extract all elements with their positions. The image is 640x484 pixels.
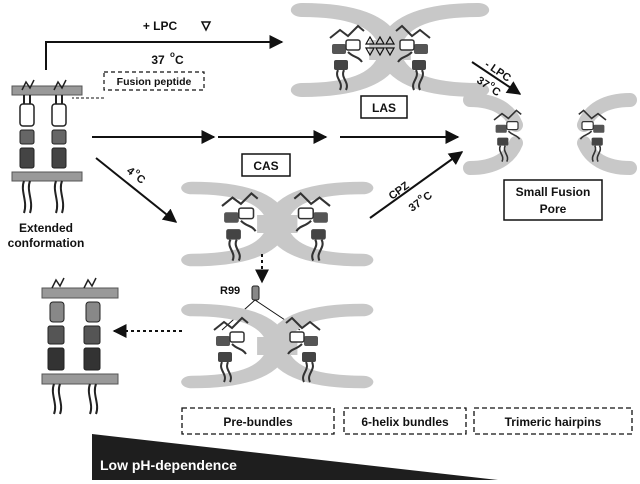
lpc-arrow — [45, 35, 284, 70]
six-helix-label: 6-helix bundles — [361, 415, 449, 429]
svg-text:37: 37 — [151, 53, 165, 67]
low-ph-label: Low pH-dependence — [100, 457, 237, 473]
las-box — [360, 95, 408, 119]
trimeric-hairpins-box — [473, 407, 633, 435]
lpc-triangle-icon — [200, 21, 212, 32]
svg-text:37: 37 — [474, 75, 491, 92]
r99-label: R99 — [220, 285, 240, 297]
svg-text:o: o — [416, 193, 424, 201]
svg-text:C: C — [421, 189, 435, 203]
temp-37-top: 37 o C — [151, 50, 184, 67]
svg-text:C: C — [175, 53, 184, 67]
extended-label-line2: conformation — [8, 236, 85, 250]
temp-37-cpz: 37 o C — [407, 189, 435, 215]
trimeric-hairpins-label: Trimeric hairpins — [505, 415, 602, 429]
cpz-label-group: CPZ — [387, 180, 412, 203]
las-label: LAS — [372, 101, 396, 115]
svg-text:CPZ: CPZ — [387, 180, 412, 203]
cold-arrow — [95, 157, 178, 223]
svg-text:o: o — [489, 80, 496, 88]
r99-membrane — [192, 310, 363, 382]
r99-peptide — [251, 285, 260, 301]
cpz-arrow — [369, 151, 464, 219]
ph-ramp — [92, 434, 498, 480]
lpc-remove-arrow — [471, 61, 522, 95]
fusion-peptide-box — [103, 71, 205, 91]
svg-text:37: 37 — [407, 198, 424, 215]
extended-label-line1: Extended — [19, 221, 73, 235]
svg-text:o: o — [170, 50, 175, 59]
lpc-add-label: + LPC — [143, 19, 178, 33]
las-lpc-triangles — [364, 35, 396, 57]
bottom-left-complex — [41, 277, 119, 415]
cas-label: CAS — [253, 159, 278, 173]
pre-bundles-box — [181, 407, 335, 435]
fusion-peptide-label: Fusion peptide — [117, 76, 192, 88]
pore-membrane — [463, 93, 637, 175]
svg-text:o: o — [134, 168, 142, 176]
cas-membrane — [192, 188, 363, 260]
small-fusion-pore-line1: Small Fusion — [516, 185, 591, 199]
small-fusion-pore-box — [503, 179, 603, 221]
pre-bundles-label: Pre-bundles — [223, 415, 293, 429]
cas-box — [241, 153, 291, 177]
small-fusion-pore-line2: Pore — [540, 202, 567, 216]
extended-conformation — [11, 79, 83, 214]
las-membrane — [302, 10, 478, 90]
six-helix-box — [343, 407, 467, 435]
